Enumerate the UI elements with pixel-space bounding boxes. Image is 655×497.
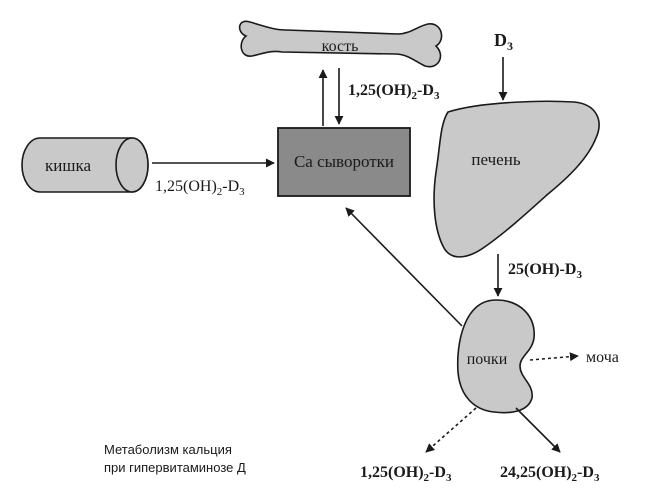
d3-base: D bbox=[494, 30, 507, 50]
flow-intestine-serum-sub1: 2 bbox=[217, 186, 223, 198]
arrow-kidney-to-urine bbox=[529, 352, 579, 362]
product-2425-mid: -D bbox=[577, 464, 594, 481]
flow-label-intestine-serum: 1,25(OH)2-D3 bbox=[155, 178, 245, 198]
product-125-pre: 1,25(OH) bbox=[360, 464, 424, 481]
product-125-sub2: 3 bbox=[446, 472, 452, 484]
liver-node: печень bbox=[433, 100, 600, 258]
flow-label-bone-serum: 1,25(OH)2-D3 bbox=[348, 82, 440, 102]
arrow-kidney-to-serum bbox=[345, 207, 463, 327]
flow-bone-serum-mid: -D bbox=[417, 82, 434, 99]
bone-shape bbox=[238, 20, 443, 68]
d3-input-label: D3 bbox=[494, 30, 513, 53]
liver-shape bbox=[433, 100, 600, 258]
flow-intestine-serum-mid: -D bbox=[222, 178, 239, 195]
product-125-label: 1,25(OH)2-D3 bbox=[360, 464, 452, 484]
kidney-shape bbox=[456, 299, 535, 414]
intestine-end bbox=[115, 137, 149, 193]
product-125-sub1: 2 bbox=[424, 472, 430, 484]
product-2425-sub1: 2 bbox=[572, 472, 578, 484]
bone-node: кость bbox=[238, 20, 443, 68]
intestine-label: кишка bbox=[45, 156, 91, 175]
product-125-mid: -D bbox=[429, 464, 446, 481]
bone-label: кость bbox=[322, 38, 359, 55]
product-2425-pre: 24,25(OH) bbox=[500, 464, 572, 481]
intestine-node: кишка bbox=[21, 137, 149, 193]
caption-line-1: Метаболизм кальция bbox=[104, 442, 232, 457]
flow-liver-kidney-pre: 25(OH)-D bbox=[508, 261, 576, 278]
flow-intestine-serum-sub2: 3 bbox=[239, 186, 245, 198]
flow-liver-kidney-sub1: 3 bbox=[576, 269, 582, 281]
product-2425-sub2: 3 bbox=[594, 472, 600, 484]
caption-line-2: при гипервитаминозе Д bbox=[104, 460, 246, 475]
flow-bone-serum-pre: 1,25(OH) bbox=[348, 82, 412, 99]
d3-sub: 3 bbox=[507, 39, 513, 53]
flow-intestine-serum-pre: 1,25(OH) bbox=[155, 178, 217, 195]
flow-bone-serum-sub2: 3 bbox=[434, 90, 440, 102]
flow-bone-serum-sub1: 2 bbox=[412, 90, 418, 102]
kidney-node: почки bbox=[456, 299, 535, 414]
serum-box bbox=[277, 127, 411, 197]
flow-label-liver-kidney: 25(OH)-D3 bbox=[508, 261, 582, 281]
liver-label: печень bbox=[471, 150, 520, 169]
product-2425-label: 24,25(OH)2-D3 bbox=[500, 464, 600, 484]
arrow-kidney-to-2425 bbox=[515, 407, 561, 453]
kidney-label: почки bbox=[467, 351, 508, 368]
serum-label: Са сыворотки bbox=[294, 152, 394, 171]
serum-node: Са сыворотки bbox=[277, 127, 411, 197]
urine-label: моча bbox=[586, 349, 619, 366]
arrow-kidney-to-125 bbox=[425, 407, 477, 453]
